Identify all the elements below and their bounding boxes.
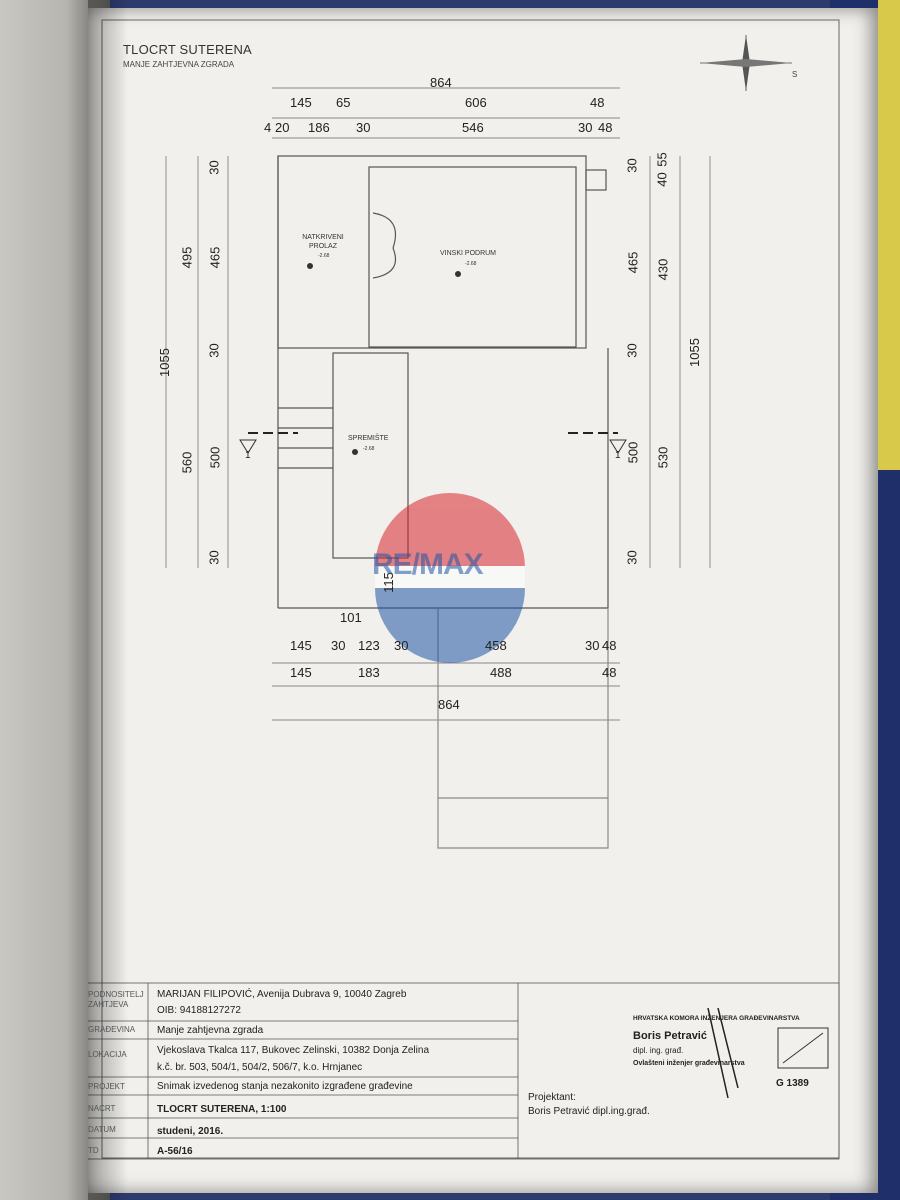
tb-project: Snimak izvedenog stanja nezakonito izgra… bbox=[157, 1081, 413, 1092]
tb-label-location: LOKACIJA bbox=[88, 1050, 127, 1059]
page-fold-shadow bbox=[88, 0, 128, 1200]
dim-bottom-145a: 145 bbox=[290, 638, 312, 653]
drawing-title: TLOCRT SUTERENA bbox=[123, 42, 252, 57]
dim-top-overall: 864 bbox=[430, 75, 452, 90]
room-label-storage: SPREMIŠTE bbox=[348, 435, 389, 442]
stamp-number: G 1389 bbox=[776, 1078, 809, 1089]
tb-label-drawing: NACRT bbox=[88, 1104, 116, 1113]
dim-top-48a: 48 bbox=[590, 95, 605, 110]
dim-left-30b: 30 bbox=[206, 343, 222, 358]
room-label-passage: NATKRIVENI PROLAZ bbox=[302, 234, 344, 250]
floor-plan-drawing: S bbox=[83, 19, 840, 1160]
dim-left-30c: 30 bbox=[206, 550, 222, 565]
dim-top-606: 606 bbox=[465, 95, 487, 110]
dim-bottom-30a: 30 bbox=[331, 638, 346, 653]
svg-text:S: S bbox=[792, 70, 797, 79]
room-label-cellar: VINSKI PODRUM bbox=[440, 250, 497, 257]
drawing-sheet: S bbox=[83, 8, 878, 1193]
remax-watermark bbox=[375, 493, 525, 663]
dim-bottom-458: 458 bbox=[485, 638, 507, 653]
dim-right-500: 500 bbox=[625, 441, 641, 464]
tb-investor: MARIJAN FILIPOVIĆ, Avenija Dubrava 9, 10… bbox=[157, 989, 407, 1000]
level-marker-icon bbox=[352, 449, 358, 455]
dim-top-20: 20 bbox=[275, 120, 290, 135]
dim-right-530: 530 bbox=[655, 446, 671, 469]
dim-right-40: 40 bbox=[654, 172, 670, 187]
dim-left-495: 495 bbox=[179, 246, 195, 269]
dim-right-1055: 1055 bbox=[686, 338, 702, 367]
drawing-subtitle: MANJE ZAHTJEVNA ZGRADA bbox=[123, 60, 235, 69]
tb-building: Manje zahtjevna zgrada bbox=[157, 1025, 264, 1036]
tb-oib: OIB: 94188127272 bbox=[157, 1005, 241, 1016]
dim-left-1055: 1055 bbox=[156, 348, 172, 377]
room-level-cellar: -2.68 bbox=[465, 261, 477, 267]
tb-label-td: TD bbox=[88, 1146, 99, 1155]
dim-bottom-101: 101 bbox=[340, 610, 362, 625]
section-label-right: 1 bbox=[615, 450, 621, 461]
stamp-authorized: Ovlašteni inženjer građevinarstva bbox=[633, 1060, 745, 1067]
room-level-passage: -2.68 bbox=[318, 253, 330, 259]
dim-top-65: 65 bbox=[336, 95, 351, 110]
dim-top-30b: 30 bbox=[578, 120, 593, 135]
dim-bottom-48a: 48 bbox=[602, 638, 617, 653]
dim-bottom-48b: 48 bbox=[602, 665, 617, 680]
dim-right-30a: 30 bbox=[624, 158, 640, 173]
tb-location-1: Vjekoslava Tkalca 117, Bukovec Zelinski,… bbox=[157, 1045, 430, 1056]
tb-location-2: k.č. br. 503, 504/1, 504/2, 506/7, k.o. … bbox=[157, 1062, 363, 1073]
stamp-title: dipl. ing. građ. bbox=[633, 1046, 684, 1055]
dim-left-30a: 30 bbox=[206, 160, 222, 175]
dim-right-30c: 30 bbox=[624, 550, 640, 565]
tb-label-project: PROJEKT bbox=[88, 1082, 125, 1091]
tb-td: A-56/16 bbox=[157, 1146, 193, 1157]
dim-top-546: 546 bbox=[462, 120, 484, 135]
dim-bottom-864: 864 bbox=[438, 697, 460, 712]
dim-bottom-30c: 30 bbox=[585, 638, 600, 653]
dim-top-4: 4 bbox=[264, 120, 272, 135]
dim-right-465: 465 bbox=[625, 251, 641, 274]
dim-left-465: 465 bbox=[207, 246, 223, 269]
dim-right-55: 55 bbox=[654, 152, 670, 167]
yellow-background-edge bbox=[878, 0, 900, 470]
tb-date: studeni, 2016. bbox=[157, 1126, 224, 1137]
stamp-name: Boris Petravić bbox=[633, 1030, 707, 1042]
dim-left-560: 560 bbox=[179, 451, 195, 474]
dim-top-30a: 30 bbox=[356, 120, 371, 135]
dim-right-430: 430 bbox=[655, 258, 671, 281]
dim-bottom-145b: 145 bbox=[290, 665, 312, 680]
designer-label: Projektant: bbox=[528, 1092, 576, 1103]
level-marker-icon bbox=[455, 271, 461, 277]
dim-left-500: 500 bbox=[207, 446, 223, 469]
designer-name: Boris Petravić dipl.ing.građ. bbox=[528, 1106, 650, 1117]
dim-top-186: 186 bbox=[308, 120, 330, 135]
dim-right-30b: 30 bbox=[624, 343, 640, 358]
tb-label-investor: PODNOSITELJ ZAHTJEVA bbox=[88, 990, 144, 1009]
signature-icon bbox=[707, 1007, 739, 1099]
tb-drawing: TLOCRT SUTERENA, 1:100 bbox=[157, 1104, 287, 1115]
title-block-frame bbox=[83, 982, 840, 1160]
dim-top-48b: 48 bbox=[598, 120, 613, 135]
tb-label-building: GRAĐEVINA bbox=[88, 1025, 136, 1034]
north-arrow-icon: S bbox=[700, 35, 797, 91]
dim-bottom-488: 488 bbox=[490, 665, 512, 680]
dim-bottom-183: 183 bbox=[358, 665, 380, 680]
dim-top-145: 145 bbox=[290, 95, 312, 110]
remax-watermark-text: RE/MAX bbox=[372, 548, 484, 581]
room-level-storage: -2.68 bbox=[363, 446, 375, 452]
stamp-chamber: HRVATSKA KOMORA INŽENJERA GRAĐEVINARSTVA bbox=[633, 1015, 800, 1022]
level-marker-icon bbox=[307, 263, 313, 269]
engineer-stamp-icon bbox=[707, 1007, 829, 1099]
section-marker-right bbox=[568, 432, 627, 454]
tb-label-date: DATUM bbox=[88, 1125, 116, 1134]
dim-bottom-123: 123 bbox=[358, 638, 380, 653]
dim-bottom-30b: 30 bbox=[394, 638, 409, 653]
section-marker-left bbox=[239, 432, 298, 454]
section-label-left: 1 bbox=[245, 450, 251, 461]
